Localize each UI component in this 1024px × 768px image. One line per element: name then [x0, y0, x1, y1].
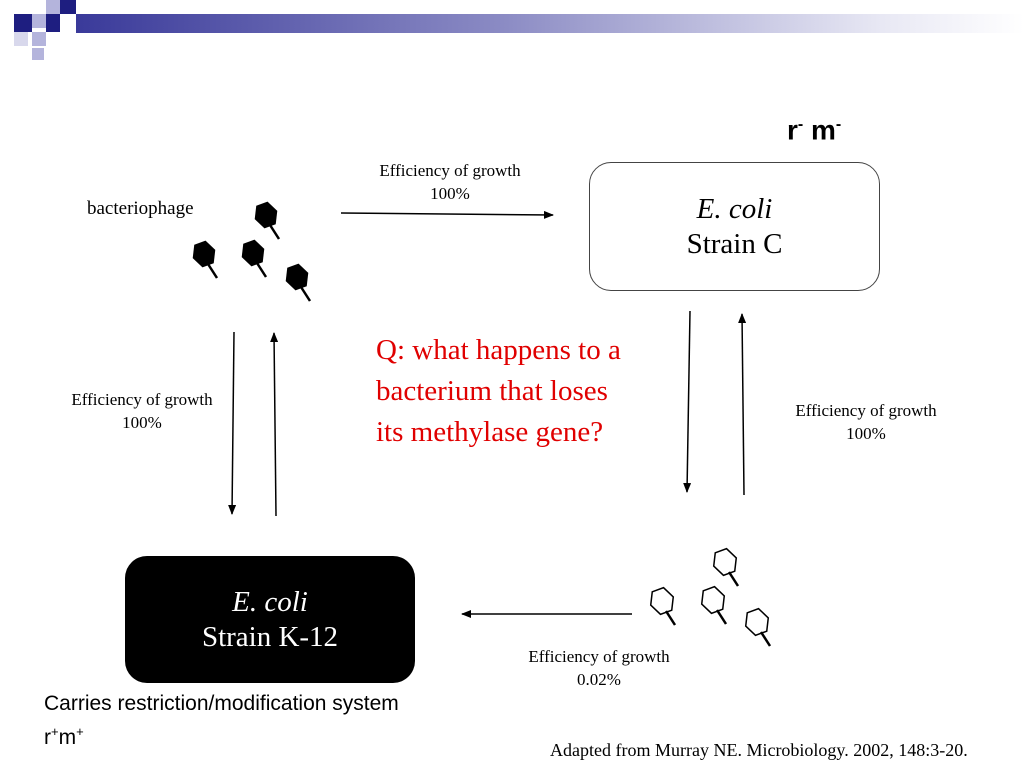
phage-filled-icon-1: [254, 201, 281, 240]
k12-genotype-r: r: [44, 726, 51, 749]
efficiency-right: Efficiency of growth 100%: [766, 399, 966, 445]
citation: Adapted from Murray NE. Microbiology. 20…: [550, 740, 968, 760]
efficiency-top: Efficiency of growth 100%: [350, 159, 550, 205]
genotype-r-sup: -: [797, 116, 804, 133]
efficiency-right-value: 100%: [846, 424, 886, 443]
strain-c-name: Strain C: [686, 227, 783, 260]
strain-k12-box: E. coli Strain K-12: [125, 556, 415, 683]
k12-genotype-r-sup: +: [51, 724, 59, 739]
phage-filled-icon-4: [285, 263, 312, 302]
efficiency-left: Efficiency of growth 100%: [42, 388, 242, 434]
header-square-light-4: [14, 32, 28, 46]
header-square-light-5: [32, 48, 44, 60]
efficiency-top-label: Efficiency of growth: [379, 161, 521, 180]
strain-c-species: E. coli: [696, 192, 773, 225]
k12-genotype-m: m: [58, 726, 77, 749]
header-square-light-2: [46, 0, 60, 14]
header-square-light-1: [32, 14, 46, 28]
k12-genotype: r+m+: [44, 718, 399, 752]
efficiency-right-label: Efficiency of growth: [795, 401, 937, 420]
phage-outline-icon-2: [649, 586, 677, 626]
header-square-dark-1: [14, 14, 32, 32]
arrow-right-down: [683, 310, 692, 493]
arrow-left-down: [228, 331, 237, 515]
arrow-right-up: [738, 313, 747, 496]
phage-filled-icon-2: [192, 240, 219, 279]
arrow-left-up: [270, 332, 279, 517]
arrow-top: [340, 210, 554, 219]
header-square-dark-2: [60, 0, 76, 14]
bacteriophage-label: bacteriophage: [87, 198, 194, 219]
phage-outline-icon-1: [712, 547, 740, 587]
k12-note-text: Carries restriction/modification system: [44, 692, 399, 715]
strain-c-box: E. coli Strain C: [589, 162, 880, 291]
efficiency-left-label: Efficiency of growth: [71, 390, 213, 409]
efficiency-left-value: 100%: [122, 413, 162, 432]
efficiency-bottom: Efficiency of growth 0.02%: [499, 645, 699, 691]
phage-outline-icon-3: [700, 585, 728, 625]
efficiency-top-value: 100%: [430, 184, 470, 203]
strain-k12-name: Strain K-12: [201, 620, 339, 653]
genotype-label-top: r- m-: [787, 108, 841, 147]
efficiency-bottom-value: 0.02%: [577, 670, 621, 689]
strain-k12-species: E. coli: [232, 585, 308, 618]
phage-outline-icon-4: [744, 607, 772, 647]
k12-genotype-m-sup: +: [76, 724, 84, 739]
header-square-light-3: [32, 32, 46, 46]
question-text: Q: what happens to a bacterium that lose…: [376, 334, 621, 448]
phage-filled-icon-3: [241, 239, 268, 278]
header-gradient-bar: [76, 14, 1024, 33]
efficiency-bottom-label: Efficiency of growth: [528, 647, 670, 666]
genotype-m-sup: -: [835, 116, 842, 133]
header-square-dark-3: [46, 14, 60, 32]
genotype-r: r: [787, 114, 798, 146]
genotype-m: m: [811, 114, 836, 146]
k12-note: Carries restriction/modification system …: [44, 690, 399, 752]
